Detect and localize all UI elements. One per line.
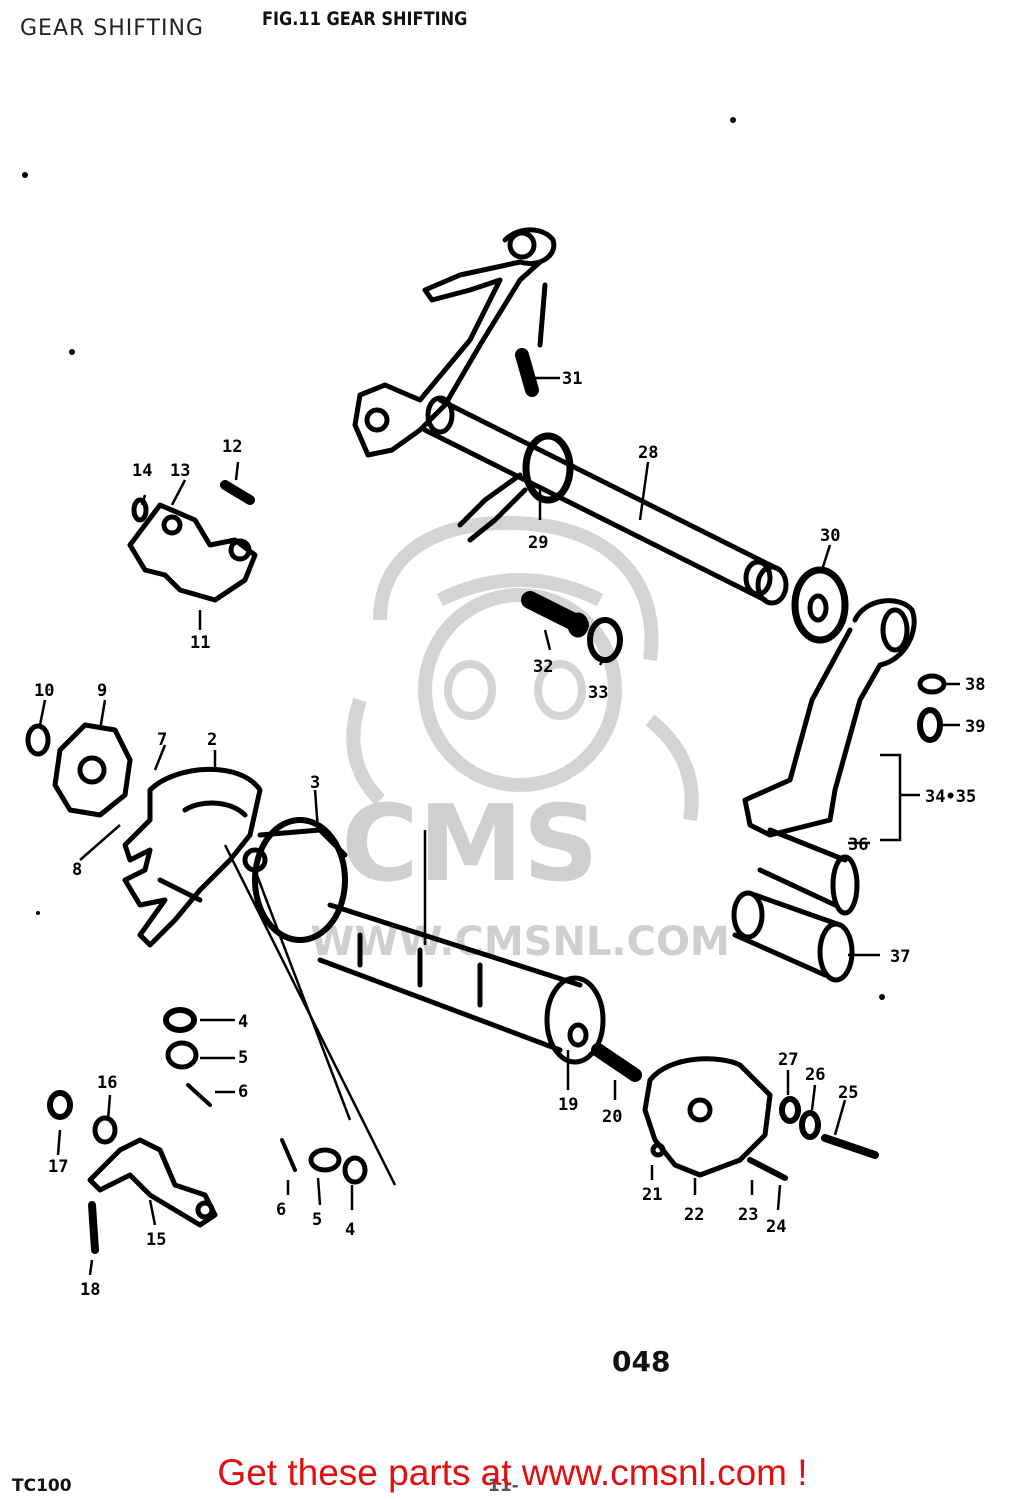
- washer-30: [791, 566, 849, 644]
- shift-fork-3: [242, 817, 348, 943]
- spring-18: [88, 1201, 99, 1254]
- washer-16: [92, 1115, 118, 1145]
- label-part-32: 32: [533, 657, 553, 677]
- scan-specks: [22, 117, 885, 1000]
- washer-26: [799, 1110, 821, 1140]
- diagram-code: 048: [612, 1345, 671, 1378]
- watermark-logo: [346, 515, 699, 822]
- label-part-17: 17: [48, 1157, 68, 1177]
- leader-lines: [38, 376, 960, 1276]
- page-mark: 11-: [488, 1476, 519, 1496]
- label-part-11: 11: [190, 633, 210, 653]
- label-part-33: 33: [588, 683, 608, 703]
- label-part-34-35: 34•35: [925, 787, 976, 807]
- label-part-6: 6: [238, 1082, 248, 1102]
- bolt-23: [747, 1157, 788, 1181]
- bolt-39: [917, 707, 943, 743]
- label-part-8: 8: [72, 860, 82, 880]
- bolt-20: [591, 1043, 642, 1082]
- label-part-21: 21: [642, 1185, 662, 1205]
- label-part-25: 25: [838, 1083, 858, 1103]
- label-part-9: 9: [97, 681, 107, 701]
- label-part-14: 14: [132, 461, 152, 481]
- label-part-3: 3: [310, 773, 320, 793]
- pedal-rubber-36: [757, 827, 860, 916]
- label-part-15: 15: [146, 1230, 166, 1250]
- washer-27: [779, 1096, 801, 1124]
- label-part-24: 24: [766, 1217, 786, 1237]
- label-part-4: 4: [238, 1012, 248, 1032]
- watermark-text: CMS WWW.CMSNL.COM: [310, 783, 730, 965]
- label-part-19: 19: [558, 1095, 578, 1115]
- model-code: TC100: [12, 1476, 72, 1496]
- label-part-31: 31: [562, 369, 582, 389]
- pin-32: [521, 591, 589, 638]
- label-part-29: 29: [528, 533, 548, 553]
- label-part-16: 16: [97, 1073, 117, 1093]
- part-number-labels: 2 3 4 5 6 7 8 9 10 11 12 13 14 15 16 17 …: [34, 369, 985, 1300]
- bolt-17: [47, 1090, 73, 1120]
- cam-guide-9: [52, 722, 133, 818]
- label-part-7: 7: [157, 730, 167, 750]
- label-part-36: 36: [848, 835, 868, 855]
- label-part-30: 30: [820, 526, 840, 546]
- shift-fork-2: [122, 766, 263, 948]
- label-part-38: 38: [965, 675, 985, 695]
- page-title: GEAR SHIFTING: [20, 16, 204, 41]
- washer-33: [587, 617, 623, 663]
- label-part-5b: 5: [312, 1210, 322, 1230]
- pedal-rubber-37: [731, 890, 855, 983]
- bolt-10: [25, 723, 51, 757]
- label-part-28: 28: [638, 443, 658, 463]
- figure-title: FIG.11 GEAR SHIFTING: [262, 8, 468, 30]
- watermark-url: WWW.CMSNL.COM: [310, 919, 730, 965]
- shift-shaft: [422, 395, 789, 606]
- label-part-22: 22: [684, 1205, 704, 1225]
- label-part-10: 10: [34, 681, 54, 701]
- label-part-23: 23: [738, 1205, 758, 1225]
- label-part-39: 39: [965, 717, 985, 737]
- watermark-brand: CMS: [341, 783, 598, 905]
- label-part-26: 26: [805, 1065, 825, 1085]
- cam-stopper-plate: [127, 480, 258, 603]
- cta-link[interactable]: Get these parts at www.cmsnl.com !: [217, 1452, 808, 1493]
- label-part-37: 37: [890, 947, 910, 967]
- label-part-6b: 6: [276, 1200, 286, 1220]
- label-part-12: 12: [222, 437, 242, 457]
- bolt-25: [821, 1134, 879, 1159]
- shift-lever-upper: [352, 227, 557, 458]
- cam-lever-15: [87, 1137, 218, 1228]
- label-part-18: 18: [80, 1280, 100, 1300]
- gear-shift-cam: [317, 902, 606, 1065]
- bolt-38: [917, 673, 947, 695]
- cover-21: [642, 1056, 773, 1178]
- label-part-5: 5: [238, 1048, 248, 1068]
- spring-31: [515, 282, 548, 397]
- stopper-parts-left: [163, 1007, 212, 1107]
- stopper-parts-bottom: [280, 1138, 368, 1185]
- label-part-27: 27: [778, 1050, 798, 1070]
- label-part-2: 2: [207, 730, 217, 750]
- label-part-20: 20: [602, 1107, 622, 1127]
- label-part-4b: 4: [345, 1220, 355, 1240]
- label-part-13: 13: [170, 461, 190, 481]
